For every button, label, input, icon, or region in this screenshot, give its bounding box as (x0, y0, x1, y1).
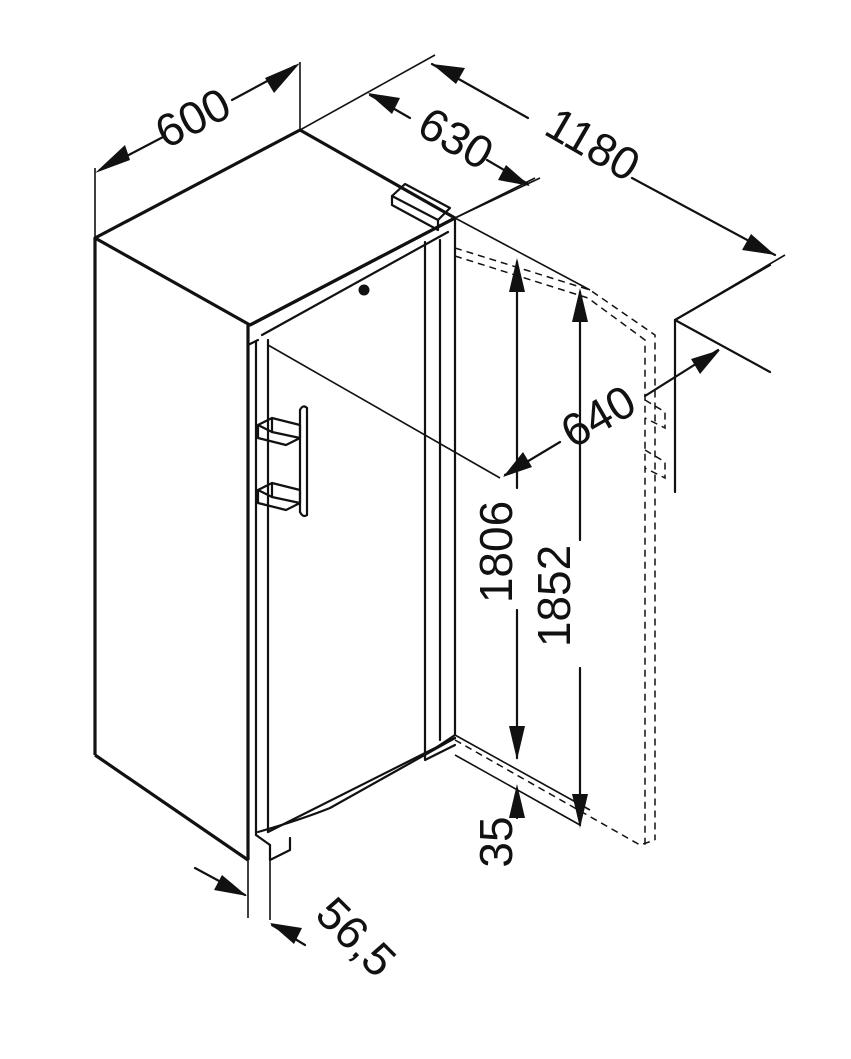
door (246, 216, 457, 862)
dim-630-label: 630 (410, 96, 502, 179)
open-door-outline (454, 247, 666, 846)
door-handle (256, 405, 309, 518)
dim-630: 630 (299, 54, 536, 219)
dim-35-label: 35 (470, 816, 522, 867)
dim-1180: 1180 (430, 62, 786, 321)
dim-640: 640 (267, 344, 720, 479)
dim-56-5-label: 56,5 (306, 887, 406, 987)
dim-640-label: 640 (552, 374, 644, 457)
wall-outline (673, 263, 772, 494)
dim-1806: 1806 (454, 217, 591, 760)
dim-1852: 1852 (528, 288, 588, 828)
dim-56-5: 56,5 (193, 845, 406, 987)
dim-600-label: 600 (147, 77, 239, 158)
dim-1852-label: 1852 (528, 545, 580, 647)
dim-600: 600 (94, 62, 301, 238)
dim-1806-label: 1806 (470, 501, 522, 603)
cabinet-outline (93, 128, 457, 862)
top-hinge (390, 182, 452, 232)
dim-35: 35 (454, 734, 591, 868)
lock-dot (358, 284, 370, 296)
